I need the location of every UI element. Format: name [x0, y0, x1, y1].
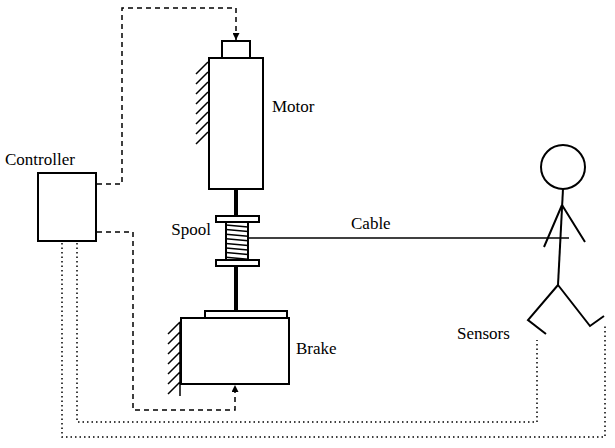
sensors-label: Sensors [455, 325, 512, 344]
brake-body-outline [180, 310, 290, 385]
brake-hatching [168, 322, 180, 396]
part-label: Brake [296, 340, 337, 359]
hatch-lines [168, 322, 180, 396]
motor-body: Motor [208, 40, 264, 190]
sensor-wire [62, 243, 605, 437]
sensor-wires [62, 243, 605, 437]
cable-label: Cable [349, 215, 393, 234]
person-figure [528, 145, 604, 334]
person-legs [528, 285, 604, 334]
shaft-line [234, 190, 238, 215]
motor-body-outline [208, 40, 264, 190]
motor-hatching [196, 62, 208, 144]
controller-box: Controller [37, 172, 97, 242]
sensor-wire [77, 243, 537, 422]
part-label: Controller [5, 151, 75, 170]
spool-drum: Spool [215, 215, 260, 267]
spool-drum-outline [215, 215, 260, 267]
part-label: Spool [171, 221, 211, 240]
person-head [541, 145, 585, 189]
hatch-lines [196, 62, 208, 144]
shaft-line [234, 267, 238, 310]
person-arms [544, 205, 585, 247]
cable-line [248, 237, 569, 239]
person-body [558, 189, 563, 285]
part-label: Motor [272, 98, 315, 117]
brake-body: Brake [180, 310, 290, 385]
